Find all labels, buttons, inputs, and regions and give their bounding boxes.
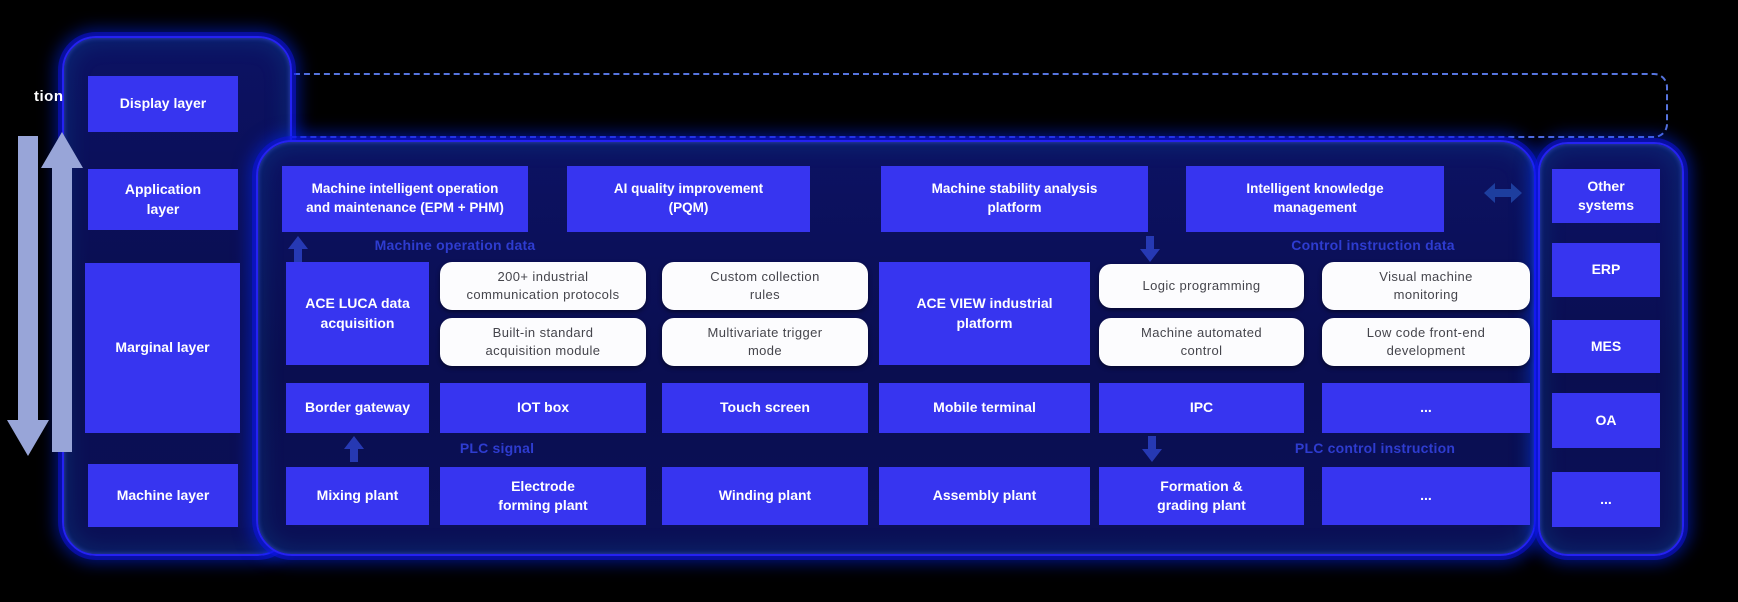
machine-operation-data-label: Machine operation data	[374, 237, 536, 253]
plant-winding-label: Winding plant	[718, 487, 812, 504]
feature-custom-rules-label: Custom collection rules	[710, 268, 820, 302]
device-ipc-label: IPC	[1189, 399, 1214, 416]
machine-operation-data-up-arrow	[288, 236, 308, 262]
feature-custom-rules-box: Custom collection rules	[662, 262, 868, 310]
external-erp-label: ERP	[1591, 261, 1621, 278]
plant-formation-grading-label: Formation & grading plant	[1157, 477, 1246, 513]
plant-winding-box: Winding plant	[662, 467, 868, 525]
upward-data-flow-arrow	[41, 132, 83, 452]
feature-visual-monitoring-label: Visual machine monitoring	[1379, 268, 1473, 302]
plant-mixing-label: Mixing plant	[316, 487, 399, 504]
feature-logic-programming-label: Logic programming	[1142, 277, 1261, 293]
device-border-gateway-box: Border gateway	[286, 383, 429, 433]
plant-assembly-label: Assembly plant	[932, 487, 1037, 504]
external-mes-box: MES	[1552, 320, 1660, 373]
external-mes-label: MES	[1590, 337, 1622, 354]
feature-low-code-label: Low code front-end development	[1366, 324, 1486, 358]
feature-builtin-module-label: Built-in standard acquisition module	[485, 324, 601, 358]
external-oa-box: OA	[1552, 393, 1660, 448]
device-iot-box: IOT box	[440, 383, 646, 433]
external-other-systems-box: Other systems	[1552, 169, 1660, 223]
plc-control-instruction-label: PLC control instruction	[1294, 440, 1456, 456]
device-touch-screen-box: Touch screen	[662, 383, 868, 433]
ace-view-label: ACE VIEW industrial platform	[916, 295, 1053, 331]
control-instruction-data-label: Control instruction data	[1291, 237, 1455, 253]
device-ellipsis-box: ...	[1322, 383, 1530, 433]
device-ipc-box: IPC	[1099, 383, 1304, 433]
device-ellipsis-label: ...	[1420, 399, 1432, 416]
feature-automated-control-box: Machine automated control	[1099, 318, 1304, 366]
ace-luca-label: ACE LUCA data acquisition	[305, 295, 410, 331]
display-layer-dashed-zone	[250, 73, 1668, 138]
external-oa-label: OA	[1595, 411, 1617, 428]
feature-protocols-box: 200+ industrial communication protocols	[440, 262, 646, 310]
plant-electrode-forming-box: Electrode forming plant	[440, 467, 646, 525]
plant-formation-grading-box: Formation & grading plant	[1099, 467, 1304, 525]
marginal-layer-label: Marginal layer	[115, 339, 210, 356]
external-systems-link-arrow	[1484, 183, 1522, 203]
feature-multivariate-label: Multivariate trigger mode	[707, 324, 823, 358]
app-stability-analysis-label: Machine stability analysis platform	[931, 181, 1098, 215]
marginal-layer-box: Marginal layer	[85, 263, 240, 433]
app-epm-phm-label: Machine intelligent operation and mainte…	[306, 181, 504, 215]
feature-logic-programming-box: Logic programming	[1099, 264, 1304, 308]
display-layer-box: Display layer	[88, 76, 238, 132]
app-stability-analysis-box: Machine stability analysis platform	[881, 166, 1148, 232]
ace-view-box: ACE VIEW industrial platform	[879, 262, 1090, 365]
device-mobile-terminal-label: Mobile terminal	[933, 399, 1036, 416]
display-layer-label: Display layer	[119, 95, 207, 112]
plc-signal-label: PLC signal	[459, 440, 535, 456]
external-ellipsis-label: ...	[1600, 490, 1612, 507]
external-erp-box: ERP	[1552, 243, 1660, 297]
feature-builtin-module-box: Built-in standard acquisition module	[440, 318, 646, 366]
device-mobile-terminal-box: Mobile terminal	[879, 383, 1090, 433]
feature-multivariate-box: Multivariate trigger mode	[662, 318, 868, 366]
plant-ellipsis-box: ...	[1322, 467, 1530, 525]
feature-protocols-label: 200+ industrial communication protocols	[466, 268, 620, 302]
plc-control-down-arrow	[1142, 436, 1162, 462]
app-pqm-label: AI quality improvement (PQM)	[613, 181, 764, 215]
machine-layer-label: Machine layer	[116, 486, 210, 503]
plant-mixing-box: Mixing plant	[286, 467, 429, 525]
machine-layer-box: Machine layer	[88, 464, 238, 527]
external-ellipsis-box: ...	[1552, 472, 1660, 527]
plant-ellipsis-label: ...	[1420, 487, 1432, 504]
plant-assembly-box: Assembly plant	[879, 467, 1090, 525]
device-iot-label: IOT box	[516, 399, 570, 416]
app-pqm-box: AI quality improvement (PQM)	[567, 166, 810, 232]
downward-data-flow-arrow	[7, 136, 49, 456]
app-epm-phm-box: Machine intelligent operation and mainte…	[282, 166, 528, 232]
control-instruction-data-down-arrow	[1140, 236, 1160, 262]
application-layer-box: Application layer	[88, 169, 238, 230]
app-knowledge-management-box: Intelligent knowledge management	[1186, 166, 1444, 232]
feature-low-code-box: Low code front-end development	[1322, 318, 1530, 366]
plant-electrode-forming-label: Electrode forming plant	[498, 477, 588, 513]
ace-luca-box: ACE LUCA data acquisition	[286, 262, 429, 365]
application-layer-label: Application layer	[124, 181, 202, 217]
plc-signal-up-arrow	[344, 436, 364, 462]
app-knowledge-management-label: Intelligent knowledge management	[1246, 181, 1384, 215]
device-border-gateway-label: Border gateway	[304, 399, 411, 416]
feature-visual-monitoring-box: Visual machine monitoring	[1322, 262, 1530, 310]
external-other-systems-label: Other systems	[1577, 177, 1635, 213]
device-touch-screen-label: Touch screen	[720, 399, 810, 416]
feature-automated-control-label: Machine automated control	[1141, 324, 1262, 358]
cutoff-flow-label: tion	[34, 88, 64, 105]
